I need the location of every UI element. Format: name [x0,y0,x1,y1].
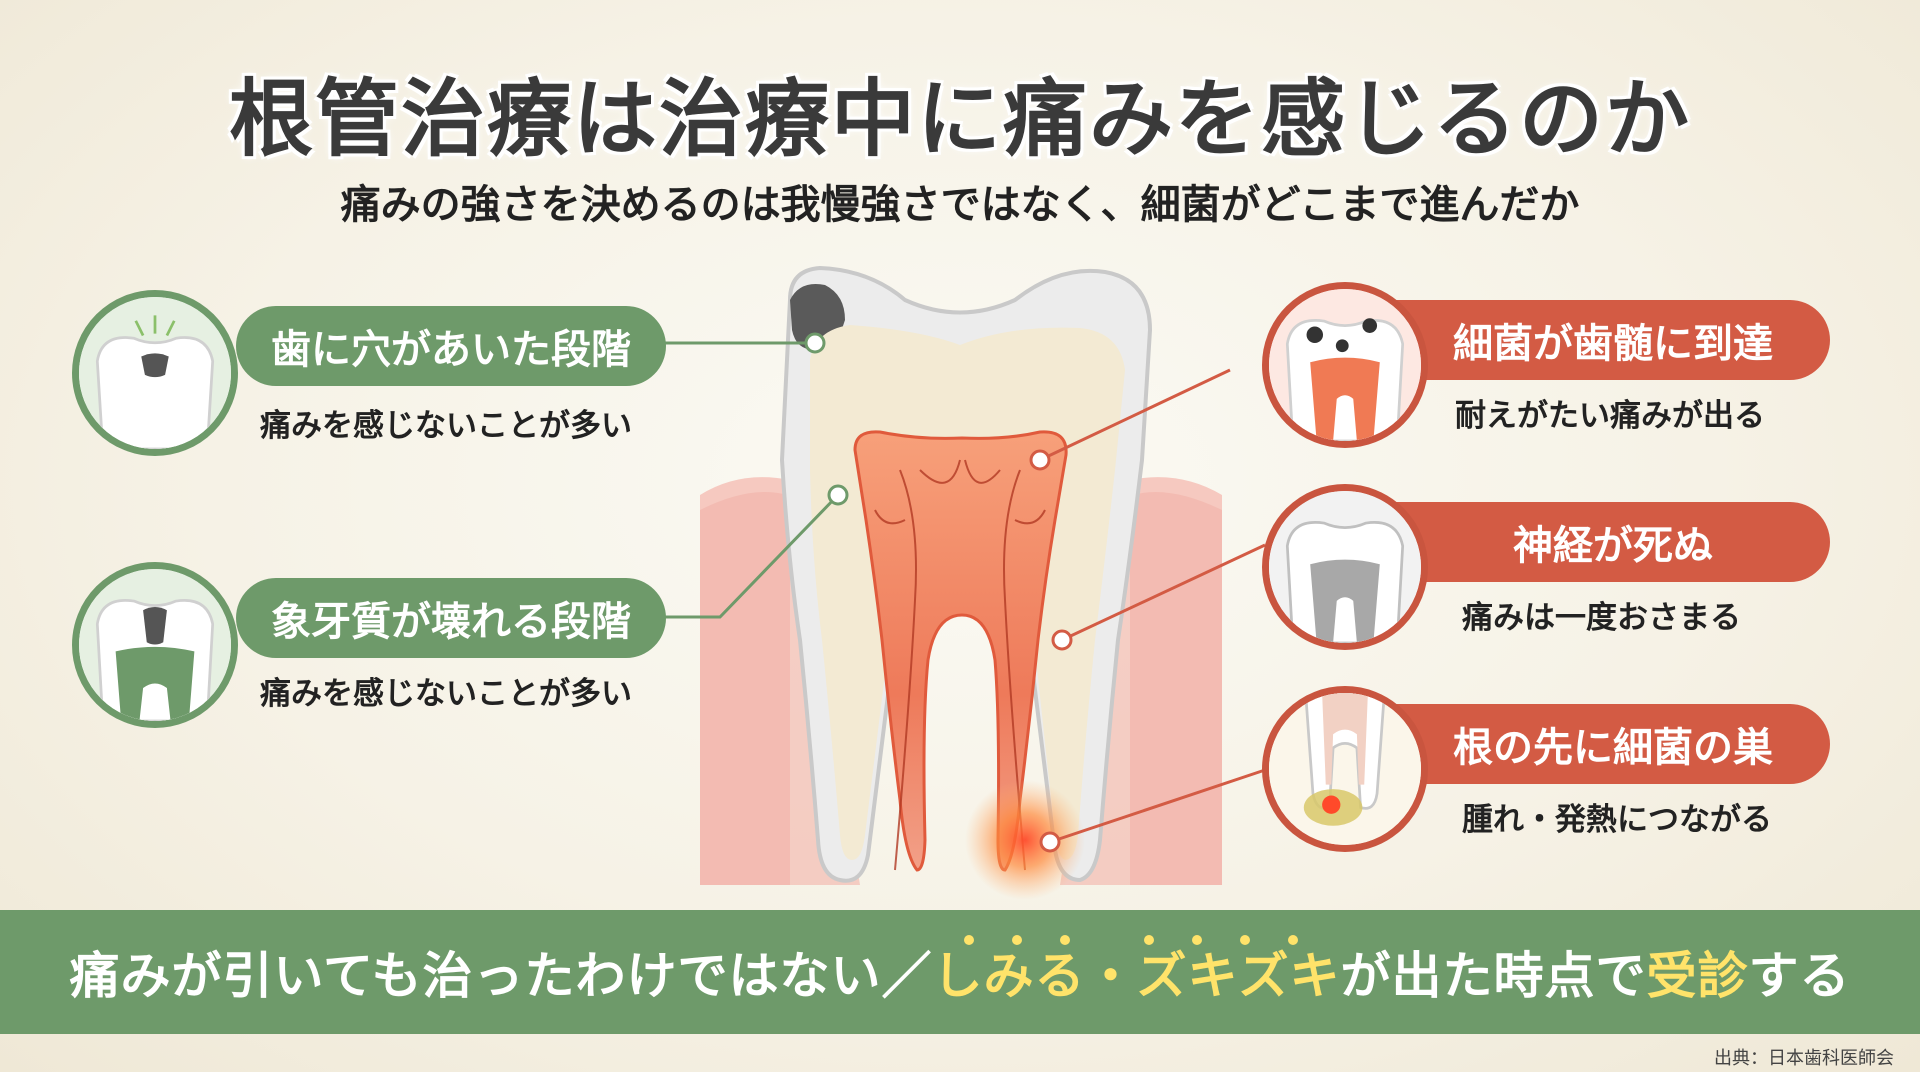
stage-1-label: 歯に穴があいた段階 [236,306,666,386]
tooth-dentin-icon [79,569,231,721]
stage-1-desc: 痛みを感じないことが多い [260,408,632,444]
banner-highlight-2: 受診 [1646,947,1749,1005]
banner-highlight: しみる・ズキズキ [932,947,1341,1005]
connector-line-2 [650,493,840,619]
dead-nerve-icon [1269,491,1421,643]
banner-text-3: する [1748,947,1851,1005]
stage-5-desc: 腫れ・発熱につながる [1462,802,1772,838]
emphasis-dots [964,935,1298,945]
stage-2-label: 象牙質が壊れる段階 [236,578,666,658]
banner-text-1: 痛みが引いても治ったわけではない／ [69,947,933,1005]
stage-2-desc: 痛みを感じないことが多い [260,676,632,712]
stage-5-icon [1262,686,1428,852]
page-subtitle: 痛みの強さを決めるのは我慢強さではなく、細菌がどこまで進んだか [340,182,1580,228]
stage-4-icon [1262,484,1428,650]
page-title: 根管治療は治療中に痛みを感じるのか [228,70,1691,168]
stage-1-icon [72,290,238,456]
connector-line-5 [1049,768,1266,844]
root-abscess-icon [1269,693,1421,845]
stage-2-icon [72,562,238,728]
connector-line-4 [1061,543,1266,642]
banner-text-2: が出た時点で [1340,947,1647,1005]
stage-3-desc: 耐えがたい痛みが出る [1455,398,1765,434]
source-citation: 出典：日本歯科医師会 [1714,1048,1894,1069]
stage-3-icon [1262,282,1428,448]
connector-line-3 [1039,368,1231,462]
stage-4-desc: 痛みは一度おさまる [1462,600,1741,636]
tooth-pulp [853,430,1068,872]
tooth-cavity-icon [79,297,231,449]
bacteria-pulp-icon [1269,289,1421,441]
abscess-glow [965,780,1085,900]
bottom-banner: 痛みが引いても治ったわけではない／ しみる・ズキズキ が出た時点で 受診 する [0,910,1920,1034]
